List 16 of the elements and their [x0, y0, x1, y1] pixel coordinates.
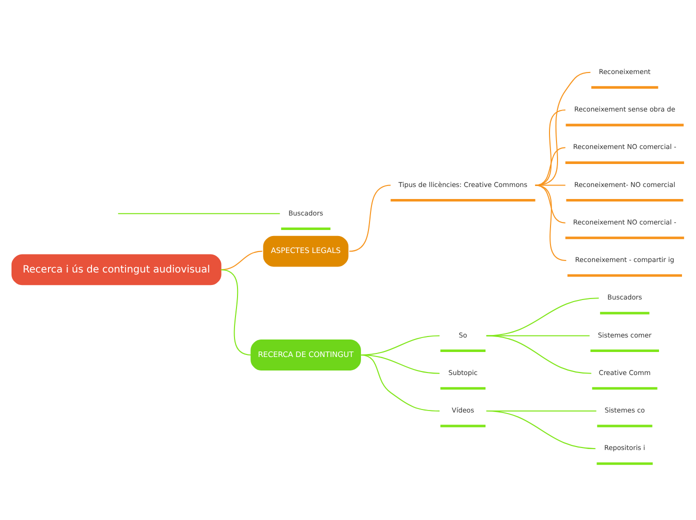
node-box: RECERCA DE CONTINGUT [250, 339, 361, 370]
connector [360, 354, 440, 411]
node-box: ASPECTES LEGALS [263, 235, 348, 266]
connector [486, 334, 590, 336]
connector [486, 297, 599, 336]
connector [486, 410, 596, 449]
connector [349, 184, 391, 252]
connector [535, 146, 566, 186]
connector [535, 184, 566, 260]
connector [220, 268, 252, 355]
connector [535, 71, 590, 186]
node-box: Recerca i ús de contingut audiovisual [12, 254, 222, 285]
connector [486, 334, 592, 374]
connector [535, 109, 566, 186]
connector [220, 250, 262, 270]
connector [118, 212, 280, 214]
